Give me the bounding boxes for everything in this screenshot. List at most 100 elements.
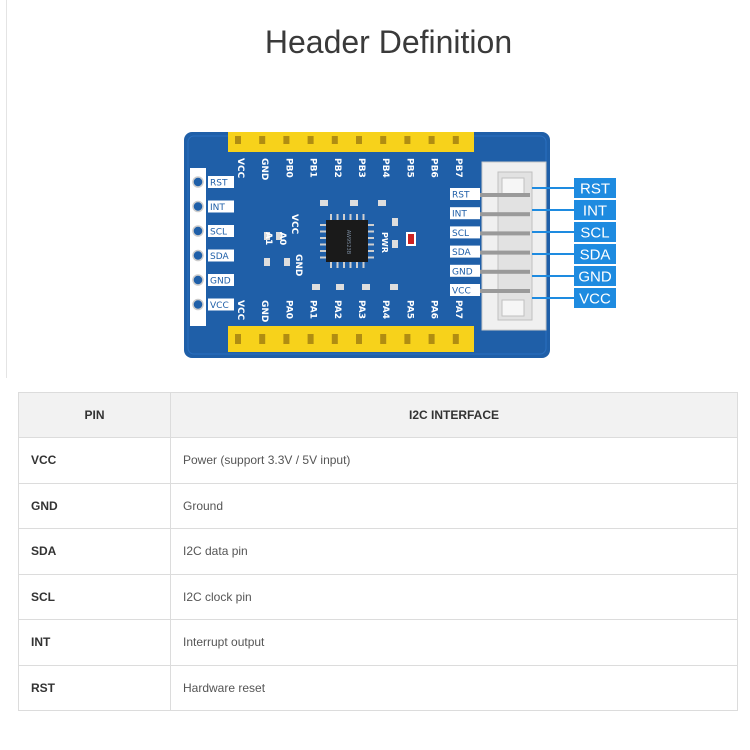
pin-hole xyxy=(192,176,204,188)
bottom-pin-label: GND xyxy=(259,300,269,322)
chip-marking: AW9523B xyxy=(345,230,351,255)
page-divider xyxy=(6,0,7,378)
top-pin-label: GND xyxy=(259,158,269,180)
header-pin xyxy=(235,334,241,344)
header-pin: PIN xyxy=(18,392,171,438)
header-pin xyxy=(380,136,387,144)
header-pin xyxy=(404,136,411,144)
top-pin-label: VCC xyxy=(235,158,245,179)
header-pin xyxy=(404,334,411,344)
chip xyxy=(326,220,368,262)
bottom-pin-label: VCC xyxy=(235,300,245,321)
silk-box xyxy=(208,225,234,237)
table-row: GND Ground xyxy=(18,482,738,529)
silk-box xyxy=(450,226,480,239)
bottom-pin-label: PA0 xyxy=(283,300,293,319)
pin-table: PIN I2C INTERFACE VCC Power (support 3.3… xyxy=(18,392,738,711)
pin-description: Interrupt output xyxy=(170,619,738,666)
bottom-pin-label: PA5 xyxy=(404,300,414,319)
header-pin xyxy=(331,136,338,144)
header-pin xyxy=(307,334,314,344)
header-pin xyxy=(235,136,241,144)
header-pin xyxy=(307,136,314,144)
silk-box xyxy=(450,207,480,220)
left-pin-label: VCC xyxy=(210,301,229,311)
connector-pin xyxy=(480,231,530,236)
header-pin xyxy=(283,136,290,144)
pin-hole xyxy=(192,200,204,213)
left-pin-label: RST xyxy=(210,179,228,189)
table-row: RST Hardware reset xyxy=(18,664,738,711)
table-row: INT Interrupt output xyxy=(18,619,738,666)
addr-label: A0 xyxy=(277,232,287,245)
pin-name: VCC xyxy=(18,437,171,484)
silk-box xyxy=(450,284,480,296)
callout-box xyxy=(574,222,616,242)
header-i2c-interface: I2C INTERFACE xyxy=(170,392,738,438)
silk-box xyxy=(450,245,480,258)
left-pin-label: INT xyxy=(210,203,225,213)
table-row: SDA I2C data pin xyxy=(18,528,738,575)
pin-description: I2C data pin xyxy=(170,528,738,575)
top-header-strip xyxy=(228,132,474,152)
silk-box xyxy=(208,249,234,262)
top-pin-label: PB6 xyxy=(429,158,439,178)
connector-pin xyxy=(480,289,530,293)
bottom-pin-label: PA3 xyxy=(356,300,366,319)
header-pin xyxy=(356,334,362,344)
pin-description: Ground xyxy=(170,482,738,529)
callout-label: INT xyxy=(583,203,607,220)
callout-label: RST xyxy=(580,181,610,198)
connector-pin xyxy=(480,269,530,274)
silk-box xyxy=(208,274,234,286)
addr-label: GND xyxy=(293,254,303,276)
callout-label: SDA xyxy=(580,247,611,264)
callout-box xyxy=(574,266,616,286)
header-pin xyxy=(428,136,435,144)
bottom-pin-label: PA4 xyxy=(380,300,390,319)
pin-hole xyxy=(192,225,204,237)
callout-box xyxy=(574,244,616,264)
connector-pin xyxy=(480,250,530,255)
header-pin xyxy=(428,334,435,344)
bottom-pin-label: PA7 xyxy=(453,300,463,319)
bottom-pin-label: PA2 xyxy=(332,300,342,319)
header-pin xyxy=(259,136,266,144)
pwr-label: PWR xyxy=(380,232,389,253)
pin-hole xyxy=(192,274,204,286)
pin-name: GND xyxy=(18,482,171,529)
bottom-pin-label: PA6 xyxy=(429,300,439,319)
callout-box xyxy=(574,178,616,198)
silk-box xyxy=(208,298,234,311)
pin-name: INT xyxy=(18,619,171,666)
callout-label: GND xyxy=(578,269,612,286)
header-pin xyxy=(259,334,266,344)
top-pin-label: PB0 xyxy=(283,158,293,178)
right-silk-label: SCL xyxy=(452,229,469,239)
silk-box xyxy=(208,200,234,213)
pin-description: I2C clock pin xyxy=(170,573,738,620)
callout-label: SCL xyxy=(580,225,609,242)
header-pin xyxy=(331,334,338,344)
top-pin-label: PB5 xyxy=(404,158,414,178)
right-silk-label: VCC xyxy=(452,287,471,297)
table-row: SCL I2C clock pin xyxy=(18,573,738,620)
header-pin xyxy=(283,334,290,344)
left-pin-label: GND xyxy=(210,277,231,287)
pin-hole xyxy=(192,249,204,262)
silk-box xyxy=(450,188,480,200)
table-header-row: PIN I2C INTERFACE xyxy=(18,392,738,438)
right-silk-label: RST xyxy=(452,191,470,201)
silk-box xyxy=(208,176,234,188)
connector-pin xyxy=(480,212,530,217)
silk-box xyxy=(450,264,480,277)
pin-name: SDA xyxy=(18,528,171,575)
top-pin-label: PB3 xyxy=(356,158,366,178)
right-silk-label: INT xyxy=(452,210,467,220)
left-pin-label: SCL xyxy=(210,228,227,238)
pin-description: Power (support 3.3V / 5V input) xyxy=(170,437,738,484)
header-pin xyxy=(380,334,387,344)
addr-label: A1 xyxy=(263,232,273,245)
pin-hole xyxy=(192,298,204,311)
